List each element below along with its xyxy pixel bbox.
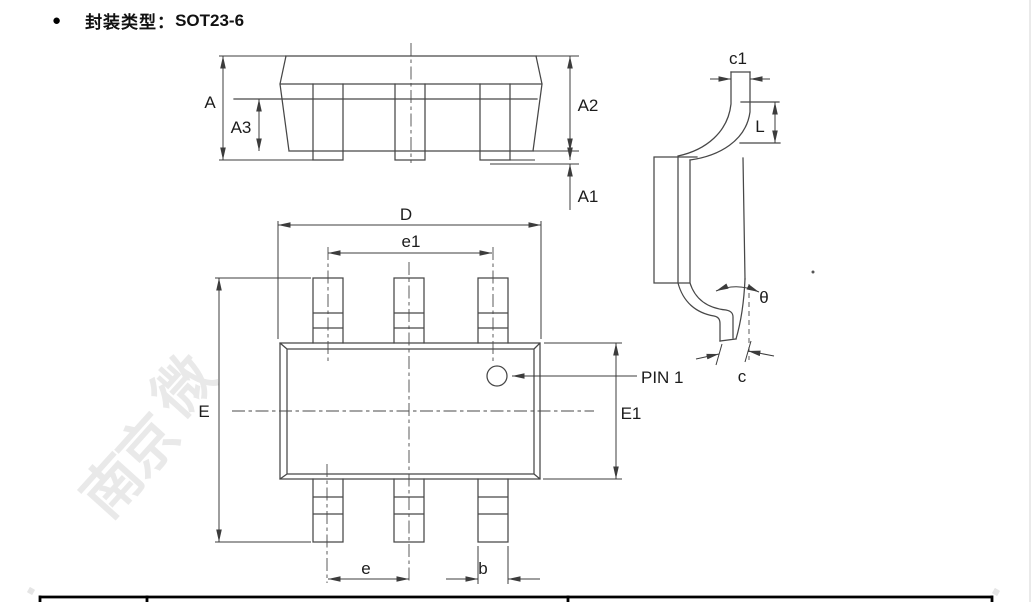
dim-label-e1: e1 <box>402 232 421 251</box>
bullet-icon: ● <box>52 12 62 29</box>
dim-c-extension-lines <box>715 340 752 366</box>
pin1-label: PIN 1 <box>641 368 684 387</box>
top-extension-lines <box>215 221 622 584</box>
dim-label-E1: E1 <box>621 404 642 423</box>
dim-label-e: e <box>361 559 370 578</box>
theta-angle-arc <box>715 283 760 293</box>
package-type-label: 封装类型： <box>85 13 176 32</box>
top-view: D e1 E E1 e b PIN 1 <box>198 205 684 584</box>
stray-dot <box>811 270 815 274</box>
dim-line-c-right <box>747 350 775 357</box>
side-view: c1 L θ c <box>653 49 815 386</box>
bottom-row-leads <box>312 478 509 543</box>
dim-label-theta: θ <box>759 288 768 307</box>
table-border-lines <box>38 595 994 602</box>
package-type-value: SOT23-6 <box>175 10 245 30</box>
dim-label-A2: A2 <box>578 96 599 115</box>
dim-label-A: A <box>204 93 216 112</box>
front-view: A A3 A2 A1 <box>204 43 598 210</box>
pin1-marker-circle <box>486 365 508 387</box>
dim-label-D: D <box>400 205 412 224</box>
front-body-outline <box>233 55 543 152</box>
dim-line-c-left <box>695 353 720 360</box>
dim-label-c1: c1 <box>729 49 747 68</box>
dim-label-b: b <box>478 559 487 578</box>
side-body-outline <box>653 71 781 342</box>
lead-centerlines <box>326 247 494 583</box>
dim-label-E: E <box>198 402 209 421</box>
dim-label-c: c <box>738 367 747 386</box>
dim-label-A3: A3 <box>231 118 252 137</box>
section-header: ● 封装类型： SOT23-6 <box>52 8 244 33</box>
top-row-leads <box>312 277 509 344</box>
front-extension-lines <box>219 55 579 165</box>
dim-label-A1: A1 <box>578 187 599 206</box>
front-leads <box>312 83 511 161</box>
side-lead-curves <box>677 71 751 342</box>
dimension-table-top-edge <box>38 595 994 602</box>
dim-label-L: L <box>755 117 764 136</box>
